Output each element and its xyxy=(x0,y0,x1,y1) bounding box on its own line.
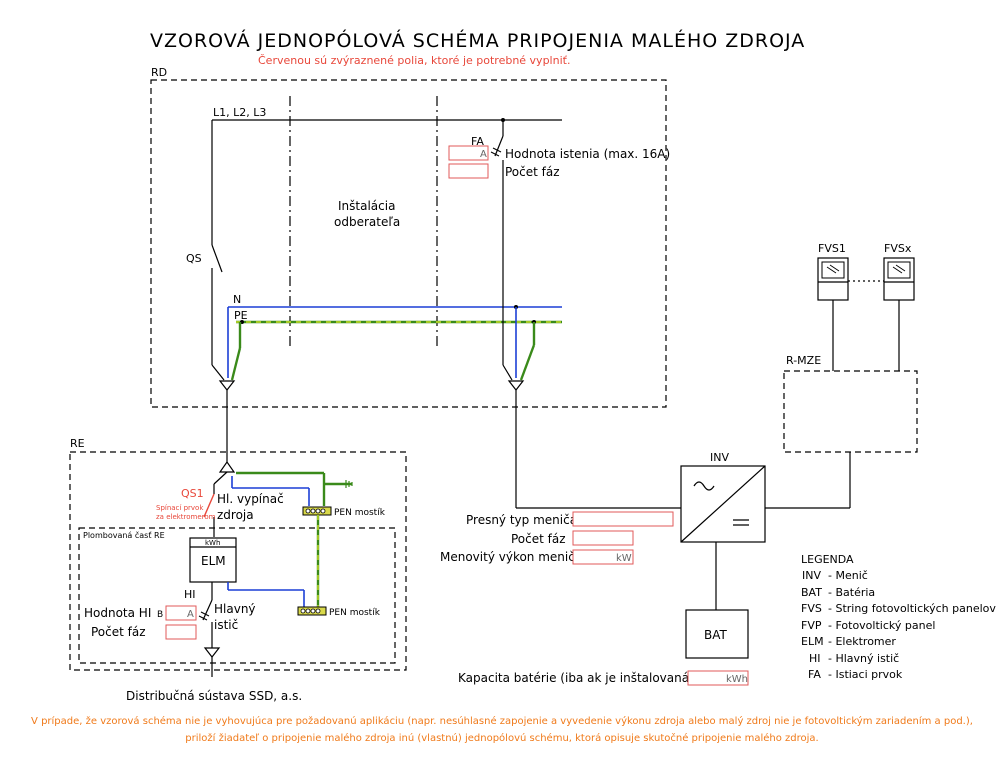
pe-label: PE xyxy=(234,309,248,322)
ac-symbol-icon xyxy=(693,481,715,491)
re-label: RE xyxy=(70,437,85,450)
legend-text: - Menič xyxy=(828,569,868,582)
qs-switch-blade xyxy=(211,244,223,273)
rd-left-terminal xyxy=(218,380,236,391)
rd-box xyxy=(150,79,667,408)
inverter-power-label: Menovitý výkon meniča xyxy=(440,550,582,564)
legend-code: FA xyxy=(808,668,821,681)
rd-label: RD xyxy=(151,66,167,79)
battery-capacity-label: Kapacita batérie (iba ak je inštalovaná) xyxy=(458,671,694,685)
main-breaker-label-line1: Hlavný xyxy=(214,602,256,616)
qs1-switch-blade xyxy=(203,493,215,518)
qs1-note-line1: Spínací prvok xyxy=(156,504,204,512)
hi-phases-label: Počet fáz xyxy=(91,625,146,639)
legend-text: - Batéria xyxy=(828,586,875,599)
grid-label: Distribučná sústava SSD, a.s. xyxy=(126,689,302,703)
legend-text: - Fotovoltický panel xyxy=(828,619,935,632)
battery-box xyxy=(685,609,749,659)
pen-bridge-1-label: PEN mostík xyxy=(334,508,386,518)
fa-phases-field[interactable] xyxy=(448,163,489,179)
inverter-phases-field[interactable] xyxy=(572,530,634,546)
installation-label-line1: Inštalácia xyxy=(338,199,395,213)
legend-code: FVS xyxy=(801,602,822,615)
inverter-label: INV xyxy=(710,451,729,464)
main-switch-label-line1: Hl. vypínač xyxy=(217,492,284,506)
legend-text: - Istiaci prvok xyxy=(828,668,903,681)
elm-kwh-label: kWh xyxy=(205,539,220,547)
battery-capacity-unit: kWh xyxy=(726,674,748,685)
fa-current-field[interactable] xyxy=(448,145,489,161)
hi-value-label: Hodnota HI xyxy=(84,606,151,620)
main-switch-label-line2: zdroja xyxy=(217,508,254,522)
legend-code: FVP xyxy=(801,619,822,632)
diagram-title: VZOROVÁ JEDNOPÓLOVÁ SCHÉMA PRIPOJENIA MA… xyxy=(150,28,805,52)
fa-current-unit: A xyxy=(480,149,487,160)
fvsx-panel xyxy=(883,257,915,301)
fvsx-label: FVSx xyxy=(884,242,912,255)
footer-line-1: V prípade, že vzorová schéma nie je vyho… xyxy=(31,715,973,727)
hi-unit: A xyxy=(187,609,194,620)
legend-code: HI xyxy=(809,652,821,665)
fa-switch-blade xyxy=(494,135,504,157)
qs1-label: QS1 xyxy=(181,487,204,500)
fvsx-pv-icon xyxy=(892,264,906,274)
sealed-part-box xyxy=(78,527,396,664)
installation-label-line2: odberateľa xyxy=(334,215,400,229)
rmze-label: R-MZE xyxy=(786,354,821,367)
hi-value-field[interactable] xyxy=(165,605,197,621)
sealed-part-label: Plombovaná časť RE xyxy=(83,530,165,540)
legend-title: LEGENDA xyxy=(801,553,854,566)
qs1-note-line2: za elektromerom xyxy=(156,513,216,521)
inverter-power-unit: kW xyxy=(616,553,632,564)
legend-code: INV xyxy=(802,569,821,582)
inverter-power-field[interactable] xyxy=(572,549,634,565)
rd-left-funnel xyxy=(211,364,225,381)
legend-text: - Elektromer xyxy=(828,635,896,648)
inverter-phases-label: Počet fáz xyxy=(511,532,566,546)
footer-line-2: priloží žiadateľ o pripojenie malého zdr… xyxy=(185,732,818,744)
fa-phases-label: Počet fáz xyxy=(505,165,560,179)
re-box xyxy=(69,451,407,671)
dc-symbol-icon xyxy=(733,519,749,526)
neutral-label: N xyxy=(233,293,241,306)
fvs1-panel xyxy=(817,257,849,301)
battery-label: BAT xyxy=(704,628,728,642)
re-bottom-terminal xyxy=(203,647,221,658)
earth-icon xyxy=(345,480,353,488)
battery-capacity-field[interactable] xyxy=(687,670,749,686)
hi-switch-blade xyxy=(202,599,213,621)
pen-bridge-2-label: PEN mostík xyxy=(329,608,381,618)
legend-code: BAT xyxy=(801,586,822,599)
inverter-type-label: Presný typ meniča xyxy=(466,513,577,527)
hi-breaker-icon xyxy=(198,611,210,621)
legend-code: ELM xyxy=(801,635,824,648)
legend: INV - Menič BAT - Batéria FVS - String f… xyxy=(801,569,996,681)
rmze-box xyxy=(783,370,918,453)
main-breaker-label-line2: istič xyxy=(214,618,238,632)
fvs1-pv-icon xyxy=(826,264,840,274)
inverter-type-field[interactable] xyxy=(572,511,674,527)
legend-text: - String fotovoltických panelov xyxy=(828,602,996,615)
hi-phases-field[interactable] xyxy=(165,624,197,640)
elm-meter xyxy=(189,537,237,583)
re-top-terminal xyxy=(218,460,236,473)
diagram-subtitle: Červenou sú zvýraznené polia, ktoré je p… xyxy=(258,54,570,67)
rd-right-terminal xyxy=(507,380,525,391)
fa-current-label: Hodnota istenia (max. 16A) xyxy=(505,147,670,161)
hi-prefix: B xyxy=(157,610,163,620)
qs-label: QS xyxy=(186,252,202,265)
hi-label: HI xyxy=(184,588,196,601)
phase-bus-label: L1, L2, L3 xyxy=(213,106,266,119)
fa-label: FA xyxy=(471,135,484,148)
legend-text: - Hlavný istič xyxy=(828,652,899,665)
fa-breaker-icon xyxy=(490,147,502,157)
fvs1-label: FVS1 xyxy=(818,242,846,255)
elm-label: ELM xyxy=(201,554,226,568)
